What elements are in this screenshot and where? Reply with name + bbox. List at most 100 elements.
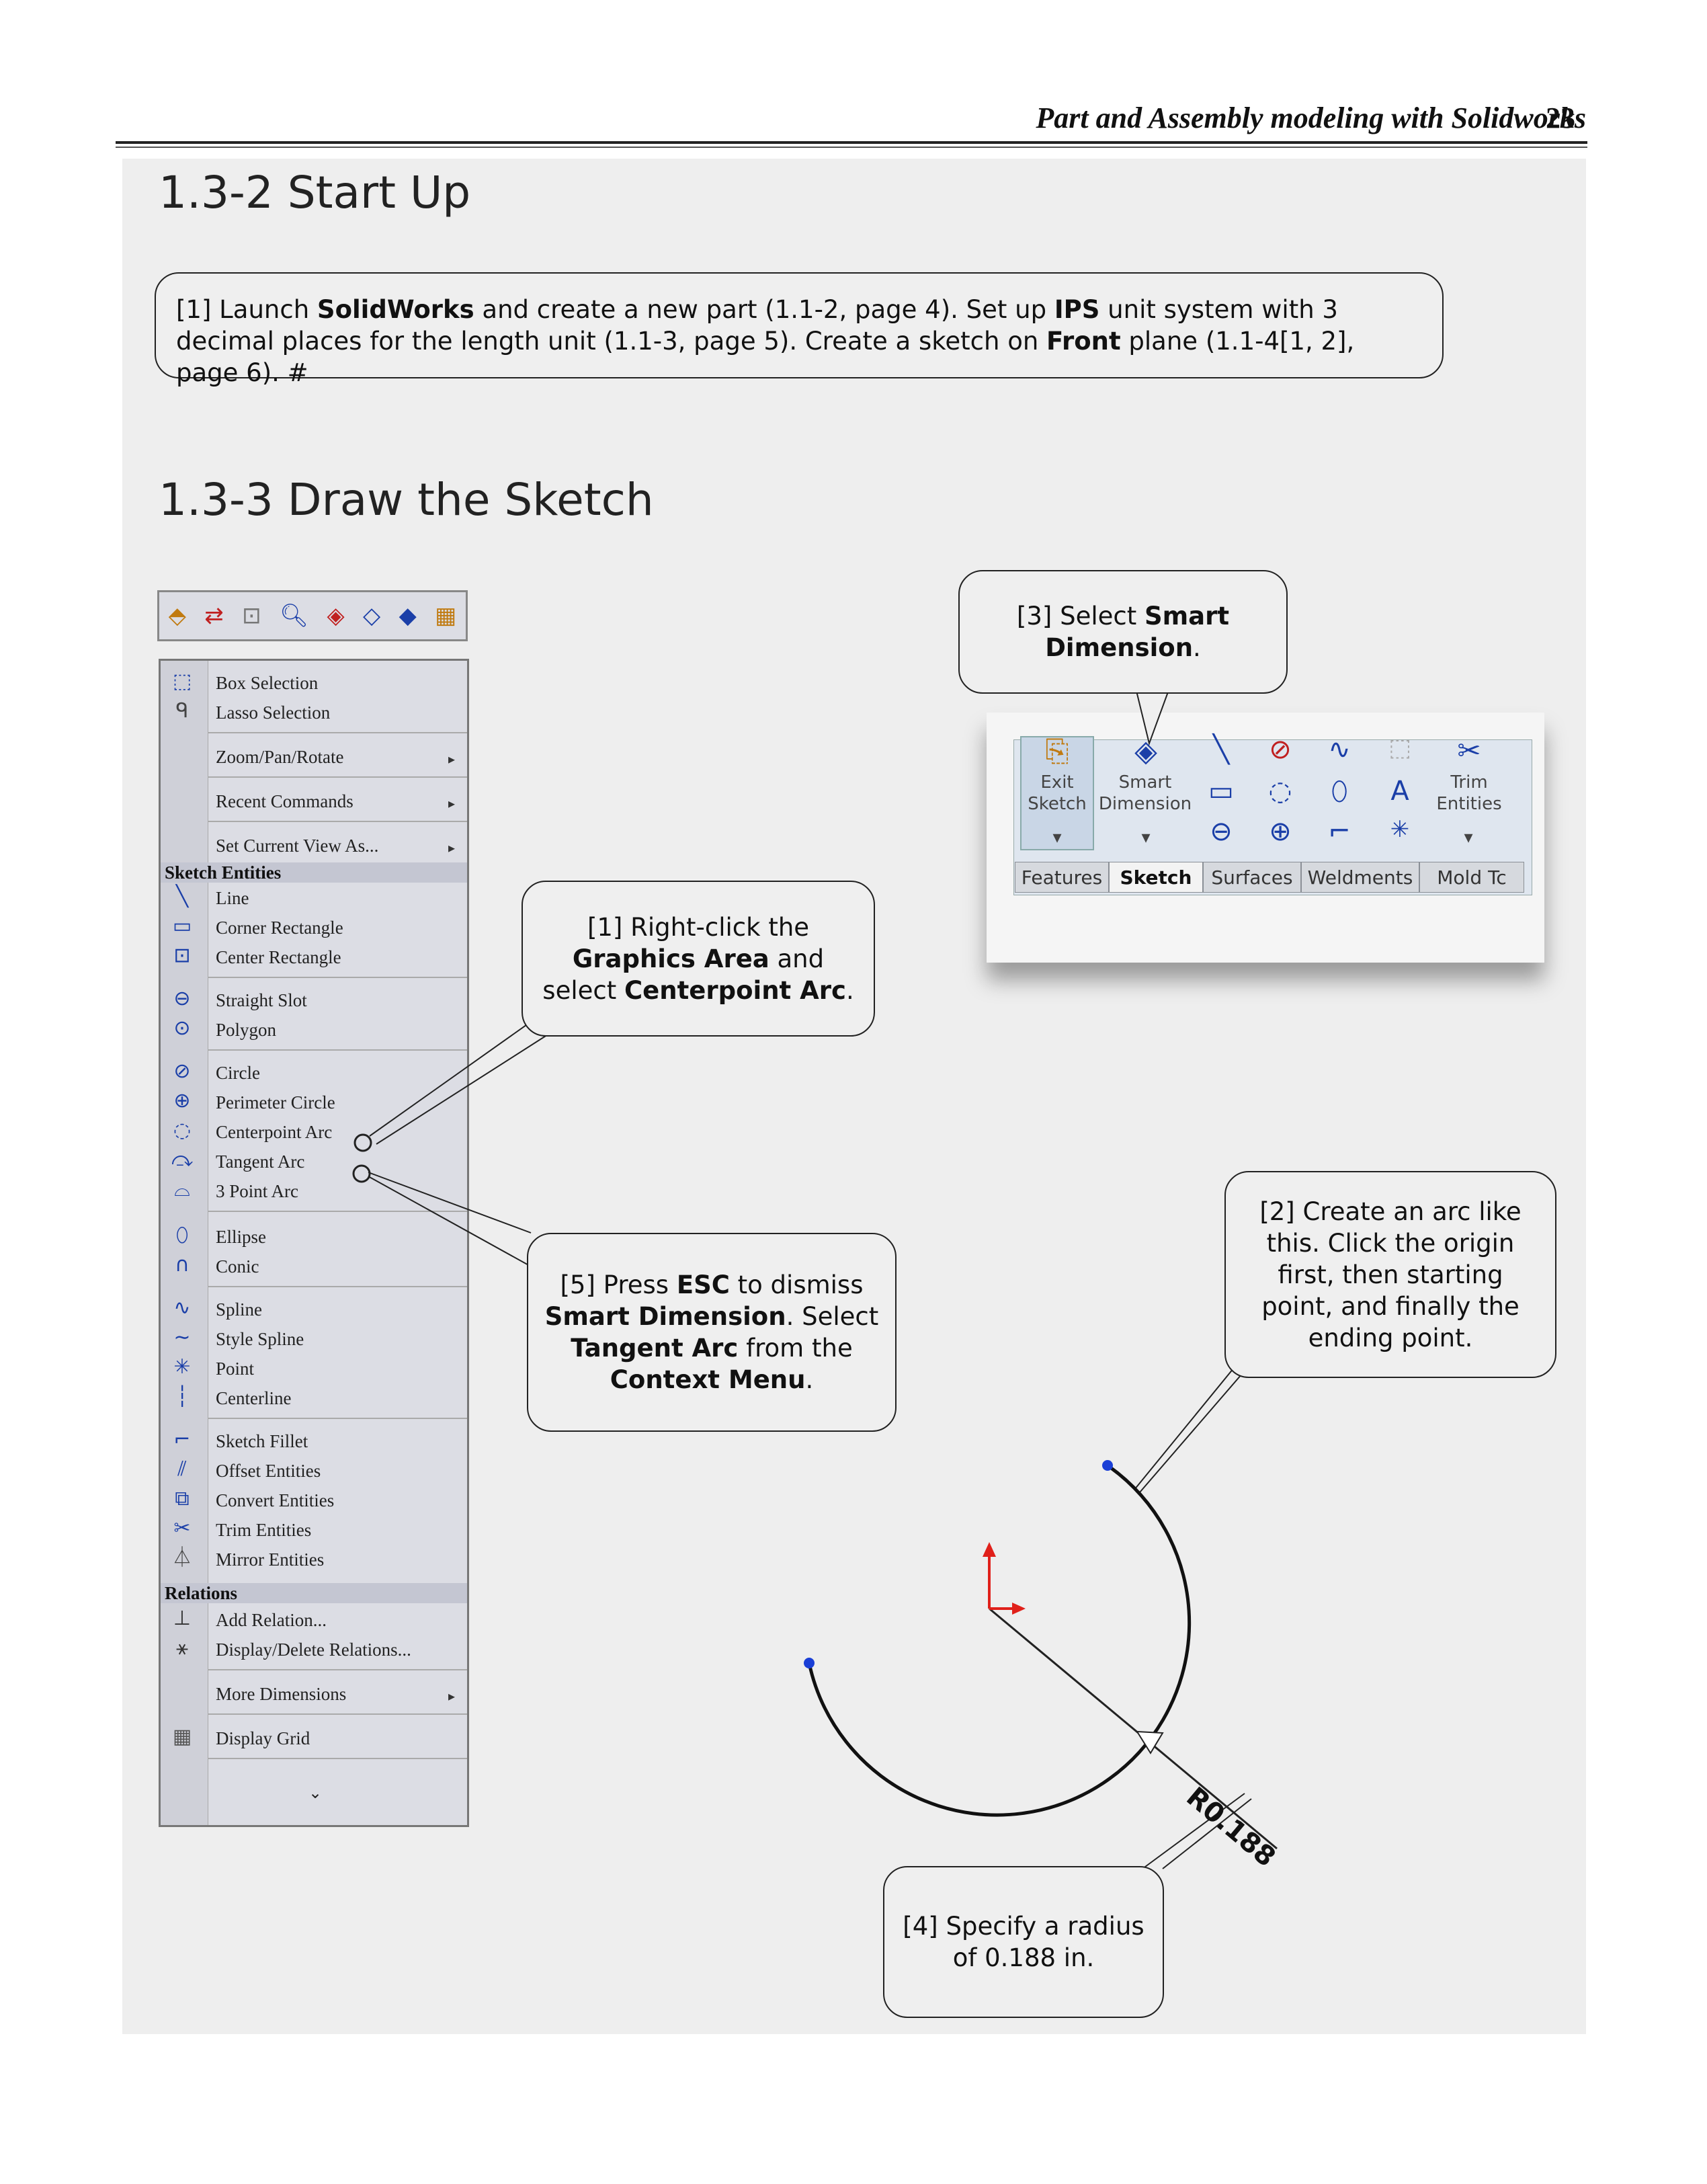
- menu-item-corner-rectangle[interactable]: Corner Rectangle: [216, 918, 343, 938]
- menu-item-display-delete-relations[interactable]: Display/Delete Relations...: [216, 1640, 411, 1660]
- menu-item-circle[interactable]: Circle: [216, 1063, 260, 1083]
- menu-item-offset-entities[interactable]: Offset Entities: [216, 1461, 321, 1481]
- tab-mold-tools[interactable]: Mold Tc: [1419, 862, 1524, 893]
- callout-text: .: [1193, 633, 1201, 662]
- smart-dimension-label[interactable]: Smart Dimension: [1098, 772, 1192, 814]
- ribbon-polygon-icon[interactable]: ⊕: [1269, 816, 1292, 847]
- expand-menu-icon[interactable]: ⌄: [308, 1785, 323, 1802]
- menu-item-mirror-entities[interactable]: Mirror Entities: [216, 1549, 325, 1570]
- trim-entities-icon: ✂: [1457, 734, 1481, 767]
- ribbon-rectangle-icon[interactable]: ▭: [1208, 776, 1234, 807]
- tab-features[interactable]: Features: [1015, 862, 1109, 893]
- menu-item-add-relation[interactable]: Add Relation...: [216, 1610, 327, 1630]
- menu-item-straight-slot[interactable]: Straight Slot: [216, 990, 307, 1010]
- menu-item-more-dimensions[interactable]: More Dimensions: [216, 1684, 347, 1704]
- menu-item-spline[interactable]: Spline: [216, 1299, 263, 1320]
- menu-group-sketch-entities: Sketch Entities: [161, 862, 467, 883]
- sketch-arc: [807, 1463, 1192, 1817]
- select-icon[interactable]: ⬘: [168, 602, 186, 629]
- ribbon-circle-icon[interactable]: ⊘: [1269, 734, 1292, 765]
- menu-item-display-grid[interactable]: Display Grid: [216, 1728, 310, 1748]
- ribbon-point-icon[interactable]: ✳: [1390, 816, 1410, 843]
- menu-item-set-view[interactable]: Set Current View As...: [216, 836, 379, 856]
- zoom-icon[interactable]: 🔍︎: [279, 602, 309, 629]
- callout-1: [1] Right-click the Graphics Area and se…: [522, 881, 875, 1037]
- callout-text: and select: [542, 944, 825, 1005]
- menu-item-3-point-arc[interactable]: 3 Point Arc: [216, 1181, 299, 1201]
- ribbon-arc-icon[interactable]: ◌: [1268, 776, 1292, 807]
- menu-item-style-spline[interactable]: Style Spline: [216, 1329, 304, 1349]
- intro-text: unit system with 3 decimal places for th…: [176, 295, 1338, 356]
- tab-surfaces[interactable]: Surfaces: [1203, 862, 1301, 893]
- menu-item-line[interactable]: Line: [216, 888, 249, 908]
- dimension-icon[interactable]: ◈: [327, 602, 345, 629]
- ribbon-text-icon[interactable]: ⬚: [1388, 734, 1411, 762]
- callout-4-text: [4] Specify a radius of 0.188 in.: [903, 1912, 1144, 1972]
- callout-bold-graphics-area: Graphics Area: [572, 944, 769, 973]
- menu-item-lasso-selection[interactable]: Lasso Selection: [216, 702, 331, 723]
- lasso-icon: ᑫ: [175, 699, 189, 723]
- ribbon-fillet-icon[interactable]: ⌐: [1328, 816, 1351, 847]
- convert-entities-icon: ⧉: [175, 1487, 190, 1510]
- tab-weldments[interactable]: Weldments: [1301, 862, 1419, 893]
- menu-item-sketch-fillet[interactable]: Sketch Fillet: [216, 1431, 308, 1451]
- callout-text: [1] Right-click the: [587, 912, 810, 942]
- ribbon-line-icon[interactable]: ╲: [1212, 734, 1230, 765]
- menu-item-perimeter-circle[interactable]: Perimeter Circle: [216, 1092, 335, 1113]
- tab-sketch[interactable]: Sketch: [1109, 862, 1203, 893]
- ribbon-spline-icon[interactable]: ∿: [1328, 734, 1351, 765]
- menu-item-trim-entities[interactable]: Trim Entities: [216, 1520, 312, 1540]
- spline-icon: ∿: [173, 1296, 191, 1320]
- callout-bold-centerpoint-arc: Centerpoint Arc: [624, 975, 846, 1005]
- submenu-arrow-icon: ▸: [448, 752, 455, 767]
- auto-dimension-icon[interactable]: ◇: [363, 602, 381, 629]
- menu-item-zoom[interactable]: Zoom/Pan/Rotate: [216, 747, 344, 767]
- line-icon: ╲: [175, 885, 189, 908]
- ellipse-icon: ⬯: [175, 1223, 189, 1247]
- three-point-arc-icon: ⌓: [174, 1178, 190, 1201]
- menu-separator: [208, 1669, 467, 1670]
- menu-item-center-rectangle[interactable]: Center Rectangle: [216, 947, 341, 967]
- ribbon-sketch-text-icon[interactable]: A: [1390, 776, 1409, 807]
- trim-entities-icon: ✂: [173, 1516, 191, 1540]
- menu-item-point[interactable]: Point: [216, 1359, 255, 1379]
- submenu-arrow-icon: ▸: [448, 797, 455, 811]
- callout-5: [5] Press ESC to dismiss Smart Dimension…: [527, 1233, 897, 1432]
- intro-bold-ips: IPS: [1054, 295, 1100, 324]
- intro-bold-solidworks: SolidWorks: [317, 295, 474, 324]
- options-icon[interactable]: ▦: [435, 602, 457, 629]
- centerline-icon: ┆: [175, 1385, 189, 1408]
- menu-item-centerline[interactable]: Centerline: [216, 1388, 292, 1408]
- trim-entities-label[interactable]: Trim Entities: [1436, 772, 1502, 814]
- rebuild-icon[interactable]: ⇄: [204, 602, 224, 629]
- context-menu: ⬚ Box Selection ᑫ Lasso Selection Zoom/P…: [159, 659, 469, 1827]
- menu-separator: [208, 1713, 467, 1715]
- point-icon: ✳: [173, 1355, 191, 1379]
- intro-text: and create a new part (1.1-2, page 4). S…: [474, 295, 1054, 324]
- menu-item-box-selection[interactable]: Box Selection: [216, 673, 319, 693]
- callout-1-leader: [369, 1021, 552, 1145]
- section-heading-start-up: 1.3-2 Start Up: [159, 167, 471, 218]
- callout-text: [5] Press: [560, 1270, 677, 1299]
- ribbon-slot-icon[interactable]: ⊖: [1210, 816, 1233, 847]
- submenu-arrow-icon: ▸: [448, 841, 455, 856]
- callout-bold-tangent-arc: Tangent Arc: [571, 1334, 739, 1363]
- menu-item-polygon[interactable]: Polygon: [216, 1020, 277, 1040]
- trim-entities-dropdown-icon[interactable]: ▾: [1464, 827, 1473, 848]
- menu-item-tangent-arc[interactable]: Tangent Arc: [216, 1151, 305, 1172]
- exit-sketch-dropdown-icon[interactable]: ▾: [1052, 827, 1062, 848]
- smart-dimension-icon: ◈: [1134, 734, 1157, 768]
- smart-dimension-dropdown-icon[interactable]: ▾: [1141, 827, 1151, 848]
- menu-item-ellipse[interactable]: Ellipse: [216, 1227, 266, 1247]
- exit-sketch-button[interactable]: [1020, 736, 1094, 850]
- sketch-icon[interactable]: ⊡: [242, 602, 261, 629]
- ribbon-ellipse-icon[interactable]: ⬯: [1331, 776, 1348, 807]
- callout-text: .: [845, 975, 854, 1005]
- menu-item-conic[interactable]: Conic: [216, 1256, 259, 1277]
- menu-icon-gutter: [161, 661, 208, 1825]
- menu-item-convert-entities[interactable]: Convert Entities: [216, 1490, 335, 1510]
- arc-start-point: [1102, 1460, 1113, 1471]
- menu-item-centerpoint-arc[interactable]: Centerpoint Arc: [216, 1122, 333, 1142]
- smart-dim-icon[interactable]: ◆: [399, 602, 417, 629]
- menu-item-recent-commands[interactable]: Recent Commands: [216, 791, 353, 811]
